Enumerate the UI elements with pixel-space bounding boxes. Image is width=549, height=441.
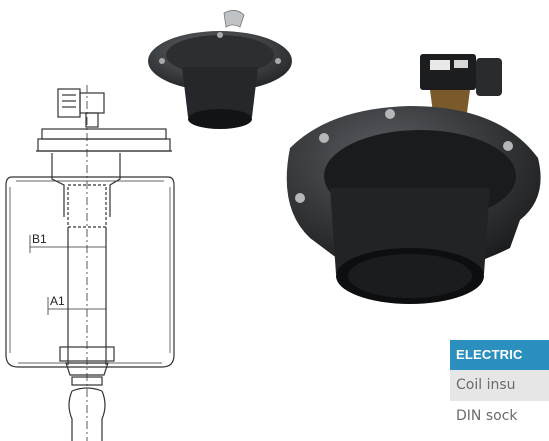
label-b1: B1 bbox=[32, 232, 47, 246]
spec-row-coil: Coil insu bbox=[450, 370, 549, 401]
pulse-valve-drawing-icon: B1 A1 bbox=[5, 85, 175, 441]
spec-row-din: DIN sock bbox=[456, 408, 518, 424]
label-a1: A1 bbox=[50, 294, 65, 308]
spec-table-header: ELECTRIC bbox=[450, 340, 549, 370]
spec-table: ELECTRIC Coil insu DIN sock bbox=[450, 340, 549, 441]
large-valve-photo-icon bbox=[286, 54, 541, 304]
small-valve-photo-icon bbox=[148, 10, 292, 129]
